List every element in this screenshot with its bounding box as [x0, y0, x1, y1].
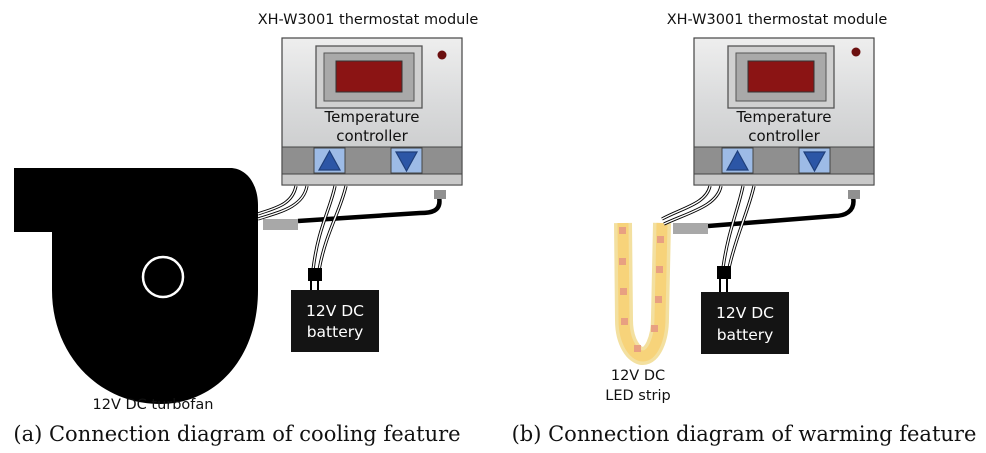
battery-label-line2: battery — [717, 326, 774, 344]
down-arrow-icon — [802, 151, 827, 173]
battery-wires — [717, 185, 756, 292]
led-strip-icon — [614, 222, 671, 366]
turbofan-icon — [14, 168, 258, 404]
down-button[interactable] — [390, 147, 423, 174]
thermostat-module: Temperature controller — [693, 37, 875, 186]
temperature-probe — [673, 190, 860, 234]
caption-a: (a) Connection diagram of cooling featur… — [13, 422, 460, 446]
battery: 12V DC battery — [291, 290, 379, 352]
down-arrow-icon — [394, 151, 419, 173]
button-bar — [281, 146, 463, 175]
fan-wires — [257, 185, 309, 221]
controller-label-line1: Temperature — [735, 108, 831, 126]
thermostat-module: Temperature controller — [281, 37, 463, 186]
battery-wires — [308, 185, 348, 291]
controller-label-line2: controller — [748, 127, 820, 145]
battery: 12V DC battery — [701, 292, 789, 354]
display-screen — [335, 60, 403, 93]
led-dots — [619, 227, 664, 352]
battery-label-line2: battery — [307, 323, 364, 341]
panel-warming: Temperature controller 12V DC battery XH… — [512, 12, 977, 446]
indicator-led — [851, 47, 861, 57]
indicator-led — [437, 50, 447, 60]
down-button[interactable] — [798, 147, 831, 174]
display-screen — [747, 60, 815, 93]
led-wires — [661, 185, 723, 226]
module-title: XH-W3001 thermostat module — [258, 12, 479, 28]
controller-label-line1: Temperature — [323, 108, 419, 126]
up-arrow-icon — [725, 149, 750, 171]
caption-b: (b) Connection diagram of warming featur… — [512, 422, 977, 446]
fan-hub — [141, 255, 185, 299]
up-arrow-icon — [317, 149, 342, 171]
load-label: 12V DC turbofan — [93, 397, 214, 413]
up-button[interactable] — [721, 147, 754, 174]
panel-cooling: Temperature controller 12V DC battery XH… — [13, 12, 478, 446]
temperature-probe — [263, 190, 446, 230]
load-label-line2: LED strip — [605, 388, 670, 404]
module-title: XH-W3001 thermostat module — [667, 12, 888, 28]
battery-label-line1: 12V DC — [306, 302, 364, 320]
button-bar — [693, 146, 875, 175]
up-button[interactable] — [313, 147, 346, 174]
controller-label-line2: controller — [336, 127, 408, 145]
load-label-line1: 12V DC — [611, 368, 665, 384]
battery-label-line1: 12V DC — [716, 304, 774, 322]
